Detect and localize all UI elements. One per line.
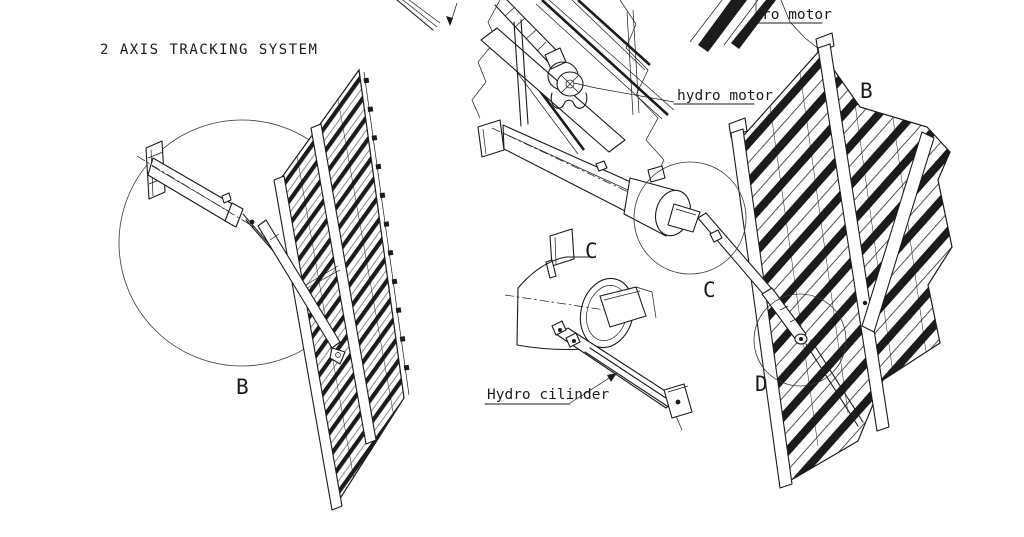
label-hydro-cylinder: Hydro cilinder	[484, 373, 617, 405]
motor-hose	[550, 92, 588, 109]
label-hydro-motor-partial-text: ro motor	[762, 7, 832, 23]
panel-front-rail-2	[310, 123, 377, 445]
solar-panel-left	[273, 68, 413, 511]
panel-clamps	[363, 77, 413, 393]
annotations: ro motor hydro motor Hydro cilinder	[484, 0, 832, 405]
support-post	[513, 19, 529, 127]
hydro-motor	[547, 61, 588, 109]
panel-fragments-top	[689, 0, 821, 52]
detail-letter-d: D	[755, 372, 768, 396]
left-assembly-view: B	[118, 68, 413, 511]
label-hydro-cylinder-text: Hydro cilinder	[487, 387, 609, 403]
solar-panel-right	[736, 49, 953, 484]
motor-yoke	[494, 0, 567, 70]
detail-circle-c	[633, 161, 747, 275]
bearing-drum	[623, 165, 701, 237]
drawing-title: 2 AXIS TRACKING SYSTEM	[100, 42, 318, 58]
detail-view-c: C	[504, 228, 693, 431]
label-hydro-motor-partial: ro motor	[755, 0, 832, 24]
detail-letter-b-right: B	[860, 79, 873, 103]
hydro-cylinder-right	[697, 212, 864, 427]
panel-front-rail-1	[273, 175, 343, 511]
boom-cylinder-left	[136, 155, 255, 228]
detail-letter-c-flag: C	[585, 239, 598, 263]
detail-letter-c-circle: C	[703, 278, 716, 302]
flag-plate	[545, 228, 575, 279]
detail-letter-b-left: B	[236, 375, 249, 399]
detail-circle-d	[753, 293, 847, 387]
top-assembly-view	[396, 0, 821, 237]
cylinder-bracket-arm	[551, 320, 693, 431]
right-assembly-view: C D B	[633, 32, 953, 489]
main-boom	[477, 119, 661, 213]
label-hydro-motor: hydro motor	[573, 82, 773, 105]
hydro-cylinder-left	[257, 219, 346, 365]
label-hydro-motor-text: hydro motor	[677, 88, 773, 104]
torn-edge-left	[471, 0, 501, 119]
rail-fragment-top-left	[396, 0, 458, 31]
cylinder-clevis-block	[599, 286, 657, 328]
